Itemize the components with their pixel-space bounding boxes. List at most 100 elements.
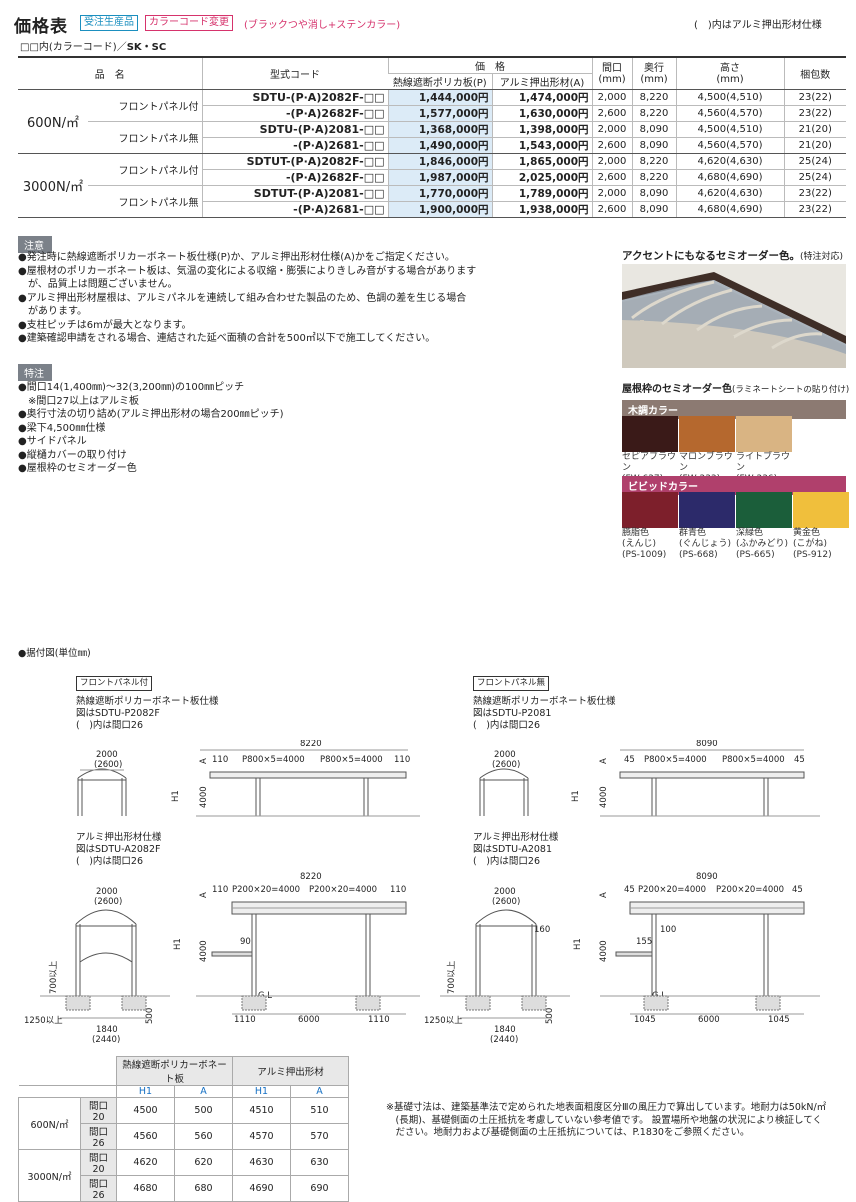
price-alumi: 1,474,000円 <box>491 89 592 106</box>
footnote-line: ださい。地耐力および基礎側面の土圧抵抗については、P.1830をご参照ください。 <box>386 1127 750 1138</box>
price-poly: 1,444,000円 <box>387 89 492 106</box>
depth-cell: 8,090 <box>631 137 676 154</box>
price-alumi: 2,025,000円 <box>491 169 592 186</box>
caution-item: ●建築確認申請をされる場合、連結された延べ面積の合計を500㎡以下で施工してくだ… <box>18 333 436 344</box>
price-alumi: 1,789,000円 <box>491 185 592 202</box>
caution-item: ●アルミ押出形材屋根は、アルミパネルを連続して組み合わせた製品のため、色調の差を… <box>18 292 467 304</box>
price-poly: 1,577,000円 <box>387 105 492 122</box>
dim-h1-poly: H1 <box>116 1085 175 1098</box>
model-code: SDTU-(P·A)2082F-□□ <box>201 89 388 106</box>
dim-alu-pitch-r2: P200×20=4000 <box>716 885 784 895</box>
caution-item: があります。 <box>18 306 87 317</box>
dim-width: 間口20 <box>80 1097 117 1124</box>
color-swatch: マロンブラウン(FW-233) <box>679 416 735 485</box>
dim-alu-h1: 4630 <box>232 1149 291 1176</box>
width-cell: 2,600 <box>591 169 632 186</box>
footnote: ※基礎寸法は、建築基準法で定められた地表面粗度区分Ⅲの風圧力で算出しています。地… <box>386 1102 848 1140</box>
height-cell: 4,680(4,690) <box>675 169 784 186</box>
dim-head-alu: アルミ押出形材 <box>232 1056 349 1086</box>
depth-cell: 8,090 <box>631 121 676 138</box>
dim-w2: (2600) <box>94 760 122 770</box>
vivid-color-bar: ビビッドカラー <box>622 476 846 495</box>
dim-edge-l2: 110 <box>394 755 410 765</box>
dim-alu-pitch-l1: P200×20=4000 <box>232 885 300 895</box>
dim-edge-l1: 110 <box>212 755 228 765</box>
price-poly: 1,368,000円 <box>387 121 492 138</box>
dim-90: 90 <box>240 937 251 947</box>
pack-cell: 23(22) <box>783 89 846 106</box>
depth-cell: 8,090 <box>631 201 676 218</box>
dim-corner <box>18 1056 117 1086</box>
swatch-name: マロンブラウン <box>679 452 733 473</box>
special-item: ●屋根枠のセミオーダー色 <box>18 463 137 474</box>
color-swatch: 黄金色(こがね)(PS-912) <box>793 492 849 561</box>
color-codes: SK・SC <box>126 42 167 53</box>
swatch-chip <box>679 416 735 452</box>
special-item: ※間口27以上はアルミ板 <box>18 395 140 407</box>
dim-1250-l: 1250以上 <box>24 1016 63 1026</box>
load-cell: 3000N/㎡ <box>18 153 88 218</box>
price-poly: 1,490,000円 <box>387 137 492 154</box>
swatch-reading: (こがね) <box>793 539 828 549</box>
model-code: SDTUT-(P·A)2081-□□ <box>201 185 388 202</box>
width-cell: 2,600 <box>591 105 632 122</box>
dim-w2-rb: (2600) <box>492 897 520 907</box>
swatch-chip <box>736 492 792 528</box>
dim-alu-pitch-l2: P200×20=4000 <box>309 885 377 895</box>
dim-pitch-r1: P800×5=4000 <box>644 755 707 765</box>
swatch-code: (PS-912) <box>793 550 832 560</box>
special-item: ●縦樋カバーの取り付け <box>18 449 127 461</box>
caution-item: ●発注時に熱線遮断ポリカーボネート板仕様(P)か、アルミ押出形材仕様(A)かをご… <box>18 252 455 263</box>
dim-pitch-r2: P800×5=4000 <box>722 755 785 765</box>
dim-poly-h1: 4500 <box>116 1097 175 1124</box>
dim-a-r2: A <box>599 892 609 898</box>
dim-h1-r1: H1 <box>571 790 581 802</box>
depth-cell: 8,220 <box>631 89 676 106</box>
height-cell: 4,680(4,690) <box>675 201 784 218</box>
dim-alu-a: 630 <box>290 1149 349 1176</box>
dim-alu-a: 510 <box>290 1097 349 1124</box>
price-alumi: 1,938,000円 <box>491 201 592 218</box>
dim-4000-r1: 4000 <box>599 786 609 808</box>
dim-4000-l1: 4000 <box>199 786 209 808</box>
dim-h1-alu: H1 <box>232 1085 291 1098</box>
no-front-panel-box: フロントパネル無 <box>473 676 550 691</box>
dim-a-poly: A <box>174 1085 233 1098</box>
dim-500-r: 500 <box>545 1008 555 1024</box>
model-code: -(P·A)2682F-□□ <box>201 105 388 122</box>
dim-500-l: 500 <box>145 1008 155 1024</box>
dim-alu-pitch-r1: P200×20=4000 <box>638 885 706 895</box>
dim-total-left: 8220 <box>300 740 322 749</box>
dim-span1-r: 1045 <box>634 1015 656 1025</box>
caution-label: 注意 <box>18 236 52 253</box>
depth-cell: 8,220 <box>631 105 676 122</box>
swatch-name: 黄金色 <box>793 528 821 538</box>
color-swatch: セピアブラウン(FW-627) <box>622 416 678 485</box>
swatch-chip <box>622 492 678 528</box>
swatch-name: 群青色 <box>679 528 707 538</box>
dim-1840-l: 1840 <box>96 1025 118 1035</box>
dim-total-right: 8090 <box>696 740 718 749</box>
width-cell: 2,000 <box>591 185 632 202</box>
swatch-name: ライトブラウン <box>736 452 791 473</box>
swatch-reading: (ふかみどり) <box>736 539 789 549</box>
height-cell: 4,500(4,510) <box>675 89 784 106</box>
dim-edge-r2: 45 <box>794 755 805 765</box>
dim-poly-a: 680 <box>174 1175 233 1202</box>
swatch-code: (PS-665) <box>736 550 775 560</box>
load-cell: 600N/㎡ <box>18 89 88 154</box>
dim-4000-r2: 4000 <box>599 940 609 962</box>
dim-w1-b: 2000 <box>96 887 118 897</box>
dim-total-right-b: 8090 <box>696 872 718 882</box>
dim-1840-r: 1840 <box>494 1025 516 1035</box>
dim-h1-l1: H1 <box>171 790 181 802</box>
special-item: ●梁下4,500㎜仕様 <box>18 422 106 434</box>
dim-corner-2 <box>18 1085 117 1098</box>
dim-w1-rb: 2000 <box>494 887 516 897</box>
dim-a-r1: A <box>599 758 609 764</box>
model-code: -(P·A)2682F-□□ <box>201 169 388 186</box>
